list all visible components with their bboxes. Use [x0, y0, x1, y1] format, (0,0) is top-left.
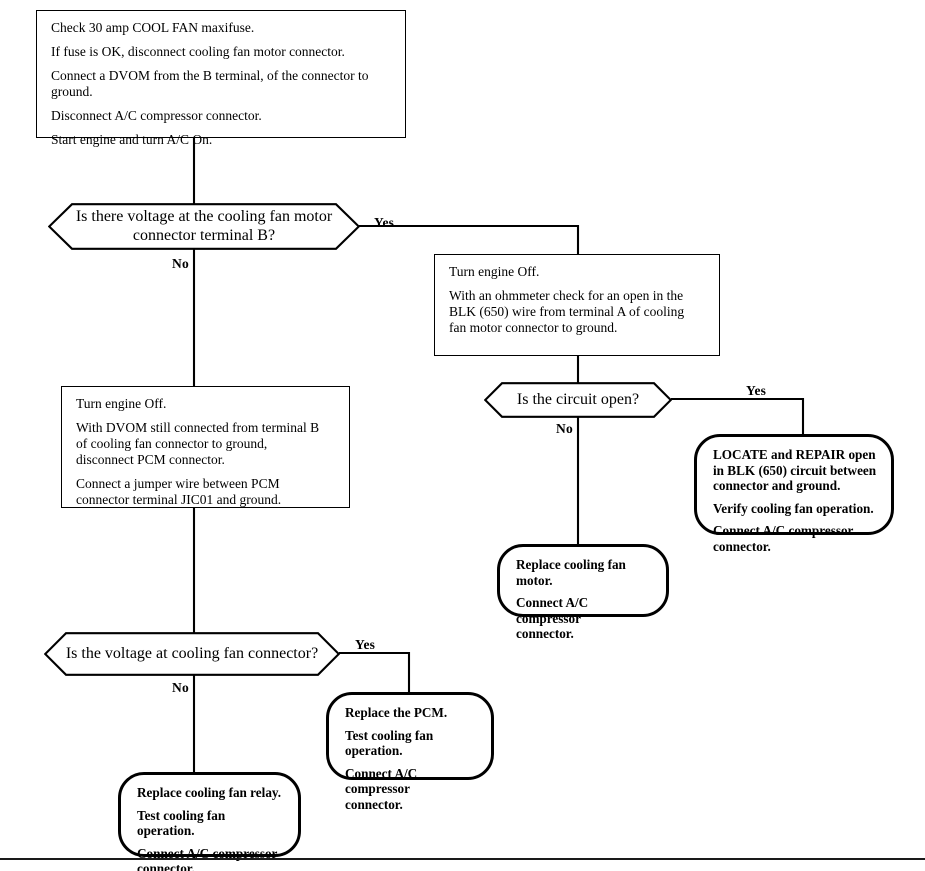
- ohmmeter-check-line-2: With an ohmmeter check for an open in th…: [449, 287, 685, 335]
- locate-repair-line-3: Connect A/C compressor connector.: [713, 523, 854, 554]
- start-check-line-3: Connect a DVOM from the B terminal, of t…: [51, 67, 369, 99]
- branch-label-voltage-connector-yes: Yes: [355, 637, 376, 652]
- node-jumper-pcm: Turn engine Off. With DVOM still connect…: [61, 386, 350, 508]
- decision-voltage-terminal-b-text: Is there voltage at the cooling fan moto…: [75, 208, 333, 244]
- replace-pcm-line-3: Connect A/C compressor connector.: [345, 765, 418, 812]
- start-check-line-5: Start engine and turn A/C On.: [51, 131, 213, 147]
- replace-fan-motor-line-1: Replace cooling fan motor.: [516, 557, 626, 588]
- start-check-line-2: If fuse is OK, disconnect cooling fan mo…: [51, 43, 345, 59]
- node-decision-voltage-terminal-b: Is there voltage at the cooling fan moto…: [48, 203, 360, 250]
- decision-hexagon-shape: [484, 382, 672, 418]
- start-check-line-1: Check 30 amp COOL FAN maxifuse.: [51, 20, 255, 35]
- start-check-line-4: Disconnect A/C compressor connector.: [51, 107, 262, 123]
- node-decision-circuit-open: Is the circuit open?: [484, 382, 672, 418]
- footer-rule: [0, 858, 925, 860]
- branch-label-voltage-b-yes: Yes: [374, 215, 395, 230]
- wire-decision3-yes: [338, 651, 411, 694]
- decision-hexagon-shape: [44, 632, 340, 676]
- branch-label-circuit-open-no: No: [556, 421, 573, 436]
- node-replace-pcm: Replace the PCM. Test cooling fan operat…: [326, 692, 494, 812]
- decision-circuit-open-text: Is the circuit open?: [516, 390, 640, 408]
- jumper-pcm-line-2: With DVOM still connected from terminal …: [76, 419, 320, 467]
- node-replace-fan-motor: Replace cooling fan motor. Connect A/C c…: [497, 544, 669, 641]
- branch-label-voltage-connector-no: No: [172, 680, 189, 695]
- jumper-pcm-line-1: Turn engine Off.: [76, 396, 167, 411]
- branch-label-circuit-open-yes: Yes: [746, 383, 767, 398]
- locate-repair-line-1: LOCATE and REPAIR open in BLK (650) circ…: [713, 447, 877, 494]
- node-start-check: Check 30 amp COOL FAN maxifuse. If fuse …: [36, 10, 406, 147]
- ohmmeter-check-line-1: Turn engine Off.: [449, 264, 540, 279]
- replace-pcm-line-2: Test cooling fan operation.: [345, 727, 434, 759]
- node-decision-voltage-connector: Is the voltage at cooling fan connector?: [44, 632, 340, 676]
- replace-fan-relay-line-1: Replace cooling fan relay.: [137, 785, 282, 800]
- replace-fan-relay-line-3: Connect A/C compressor connector.: [137, 845, 278, 871]
- decision-hexagon-shape: [48, 203, 360, 250]
- branch-label-voltage-b-no: No: [172, 256, 189, 271]
- decision-voltage-connector-text: Is the voltage at cooling fan connector?: [65, 644, 319, 662]
- wire-decision2-yes: [670, 397, 805, 436]
- locate-repair-line-2: Verify cooling fan operation.: [713, 500, 874, 516]
- node-replace-fan-relay: Replace cooling fan relay. Test cooling …: [118, 772, 301, 871]
- replace-pcm-line-1: Replace the PCM.: [345, 705, 448, 720]
- replace-fan-motor-line-2: Connect A/C compressor connector.: [516, 595, 589, 642]
- node-ohmmeter-check: Turn engine Off. With an ohmmeter check …: [434, 254, 720, 356]
- replace-fan-relay-line-2: Test cooling fan operation.: [137, 807, 226, 839]
- jumper-pcm-line-3: Connect a jumper wire between PCM connec…: [76, 475, 282, 507]
- node-locate-repair: LOCATE and REPAIR open in BLK (650) circ…: [694, 434, 894, 554]
